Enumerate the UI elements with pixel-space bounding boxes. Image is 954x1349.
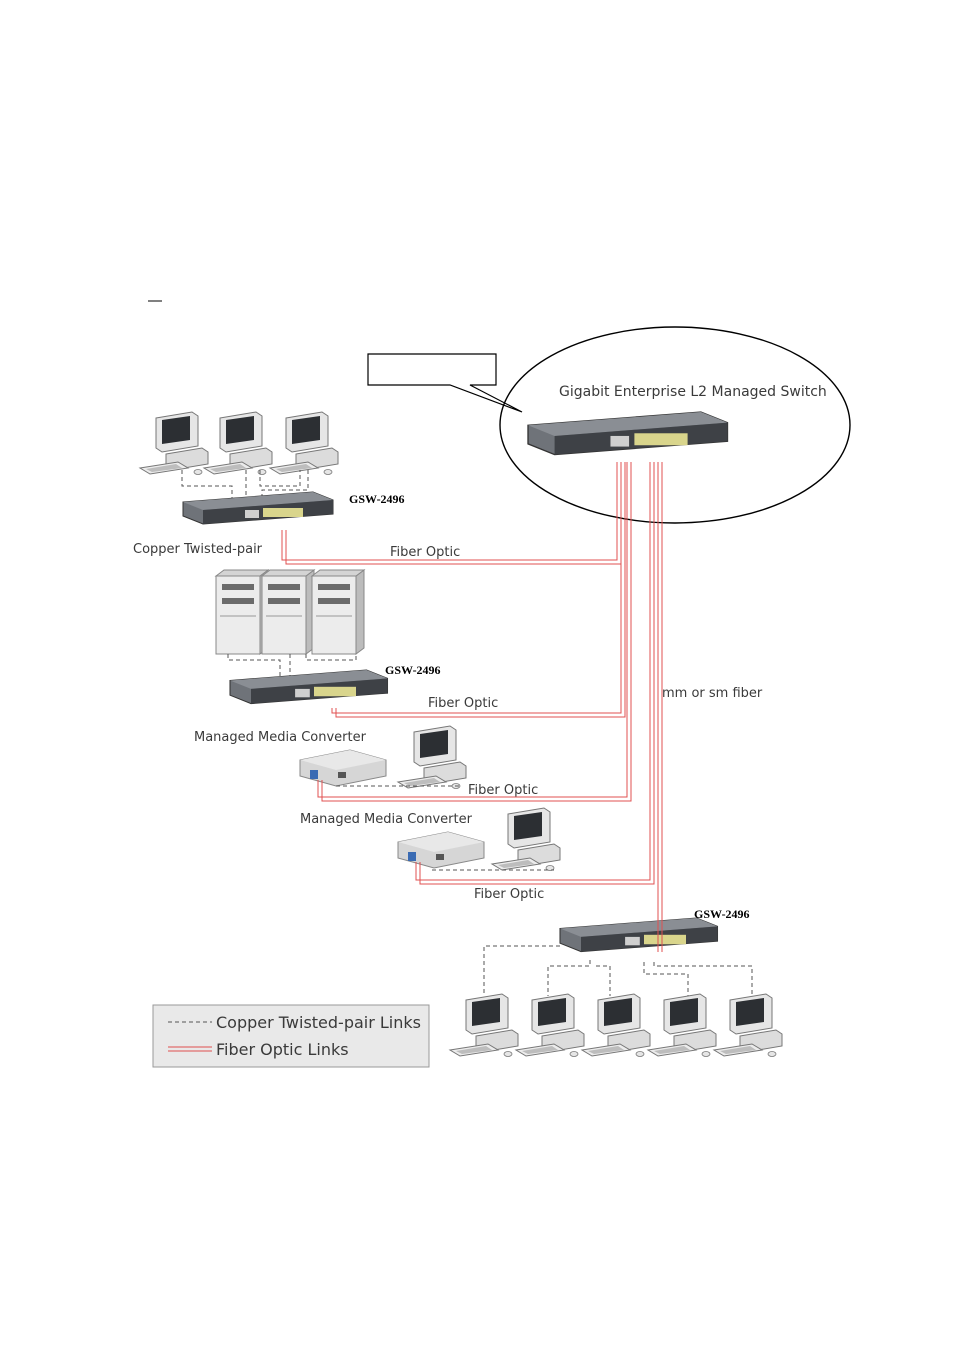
computer-icon: [515, 993, 585, 1057]
mm-sm-fiber-label: mm or sm fiber: [662, 686, 763, 701]
fiber-optic-label-4: Fiber Optic: [474, 887, 544, 902]
converter-label-2: Managed Media Converter: [300, 812, 473, 827]
server-group: [215, 569, 365, 655]
computer-icon: [713, 993, 783, 1057]
media-converter-2: [397, 831, 485, 869]
edge-switch-3: [559, 917, 719, 953]
edge-switch-1: [182, 491, 334, 525]
server-tower-icon: [311, 569, 365, 655]
computer-icon: [647, 993, 717, 1057]
switch-model-label-2: GSW-2496: [385, 663, 441, 677]
legend-box: [152, 1004, 430, 1068]
core-switch-device: [527, 411, 729, 456]
copper-links-bottom: [483, 945, 753, 996]
computer-icon: [203, 411, 273, 475]
legend: Copper Twisted-pair Links Fiber Optic Li…: [152, 1004, 430, 1068]
callout-box: [367, 353, 523, 413]
switch-model-label-3: GSW-2496: [694, 907, 750, 921]
switch-model-label-1: GSW-2496: [349, 492, 405, 506]
pc-group-bottom: [449, 993, 783, 1057]
computer-icon: [449, 993, 519, 1057]
edge-switch-2: [229, 669, 389, 705]
computer-icon: [491, 807, 561, 871]
fiber-optic-label-3: Fiber Optic: [468, 783, 538, 798]
core-switch-label: Gigabit Enterprise L2 Managed Switch: [559, 384, 827, 400]
computer-icon: [269, 411, 339, 475]
computer-icon: [139, 411, 209, 475]
fiber-optic-label-2: Fiber Optic: [428, 696, 498, 711]
server-tower-icon: [261, 569, 315, 655]
fiber-optic-label-1: Fiber Optic: [390, 545, 460, 560]
computer-icon: [397, 725, 467, 789]
fiber-links: [281, 462, 663, 952]
converter-label-1: Managed Media Converter: [194, 730, 367, 745]
media-converter-1: [299, 749, 387, 787]
copper-twisted-pair-label: Copper Twisted-pair: [133, 542, 263, 557]
computer-icon: [581, 993, 651, 1057]
pc-group-top: [139, 411, 339, 475]
legend-copper-label: Copper Twisted-pair Links: [216, 1013, 421, 1032]
core-switch-ellipse: [499, 326, 851, 524]
server-tower-icon: [215, 569, 269, 655]
legend-fiber-label: Fiber Optic Links: [216, 1040, 349, 1059]
